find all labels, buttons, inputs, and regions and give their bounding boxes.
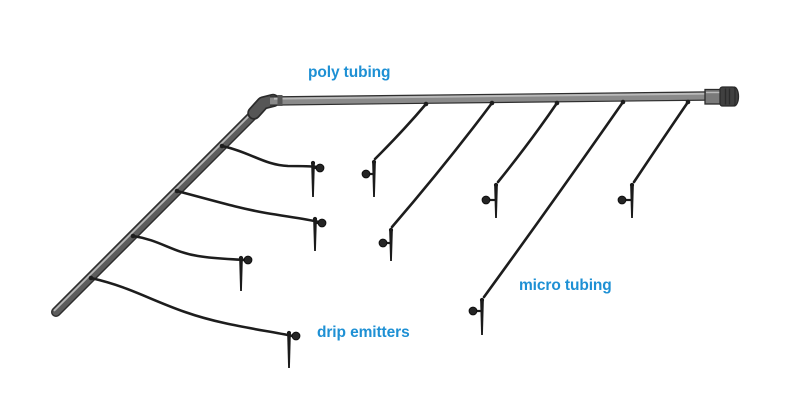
drip-emitters-label: drip emitters	[317, 324, 410, 341]
tube-attachment-barb	[685, 99, 691, 105]
poly-tubing-horizontal-highlight	[273, 92, 706, 100]
poly-tubing-horizontal	[269, 92, 710, 105]
micro-tube-left	[175, 189, 321, 224]
tube-attachment-barb	[88, 275, 94, 281]
poly-tubing-diagonal-highlight	[53, 106, 259, 312]
tube-attachment-barb	[130, 233, 136, 239]
tube-attachment-barb	[423, 101, 429, 107]
drip-emitter-stake	[311, 162, 315, 197]
tube-attachment-barb	[620, 99, 626, 105]
drip-emitter-stake-top	[388, 227, 394, 233]
drip-emitter-stake-top	[312, 216, 318, 222]
drip-emitter-stake-top	[371, 159, 377, 165]
drip-emitter-stake	[372, 161, 376, 197]
micro-tube-right	[496, 101, 559, 184]
micro-tube-right	[482, 100, 625, 299]
micro-tube-right	[632, 100, 690, 184]
micro-tube-left	[131, 234, 247, 262]
poly-tubing-label: poly tubing	[308, 64, 391, 81]
drip-emitter-head	[378, 238, 388, 248]
drip-emitter-head	[468, 306, 478, 316]
micro-tube-left	[220, 144, 319, 169]
drip-emitter-stake-top	[310, 160, 316, 166]
drip-emitter-head	[317, 218, 327, 228]
drip-emitter-stake	[480, 299, 484, 335]
drip-emitter-head	[617, 195, 627, 205]
drip-emitter-stake	[239, 257, 243, 291]
drip-emitter-stake-top	[629, 182, 635, 188]
drip-emitter-stake	[389, 229, 393, 261]
end-cap	[719, 86, 736, 107]
micro-tube-left	[89, 276, 295, 338]
drip-emitter-stake	[313, 218, 317, 251]
micro-tube-right	[390, 101, 494, 229]
poly-tubing-diagonal	[52, 105, 263, 316]
tube-attachment-barb	[489, 100, 495, 106]
elbow-fitting	[249, 95, 278, 118]
micro-tubing-label: micro tubing	[519, 277, 612, 294]
drip-emitter-stake	[287, 332, 291, 368]
tube-attachment-barb	[219, 143, 225, 149]
tube-attachment-barb	[554, 100, 560, 106]
drip-emitter-head	[291, 331, 301, 341]
drip-emitter-stake-top	[286, 330, 292, 336]
drip-emitter-stake-top	[479, 297, 485, 303]
tube-attachment-barb	[174, 188, 180, 194]
drip-emitter-stake-top	[493, 182, 499, 188]
micro-tube-right	[373, 102, 428, 161]
drip-emitter-head	[315, 163, 325, 173]
drip-emitter-head	[481, 195, 491, 205]
drip-emitter-head	[361, 169, 371, 179]
drip-emitter-head	[243, 255, 253, 265]
